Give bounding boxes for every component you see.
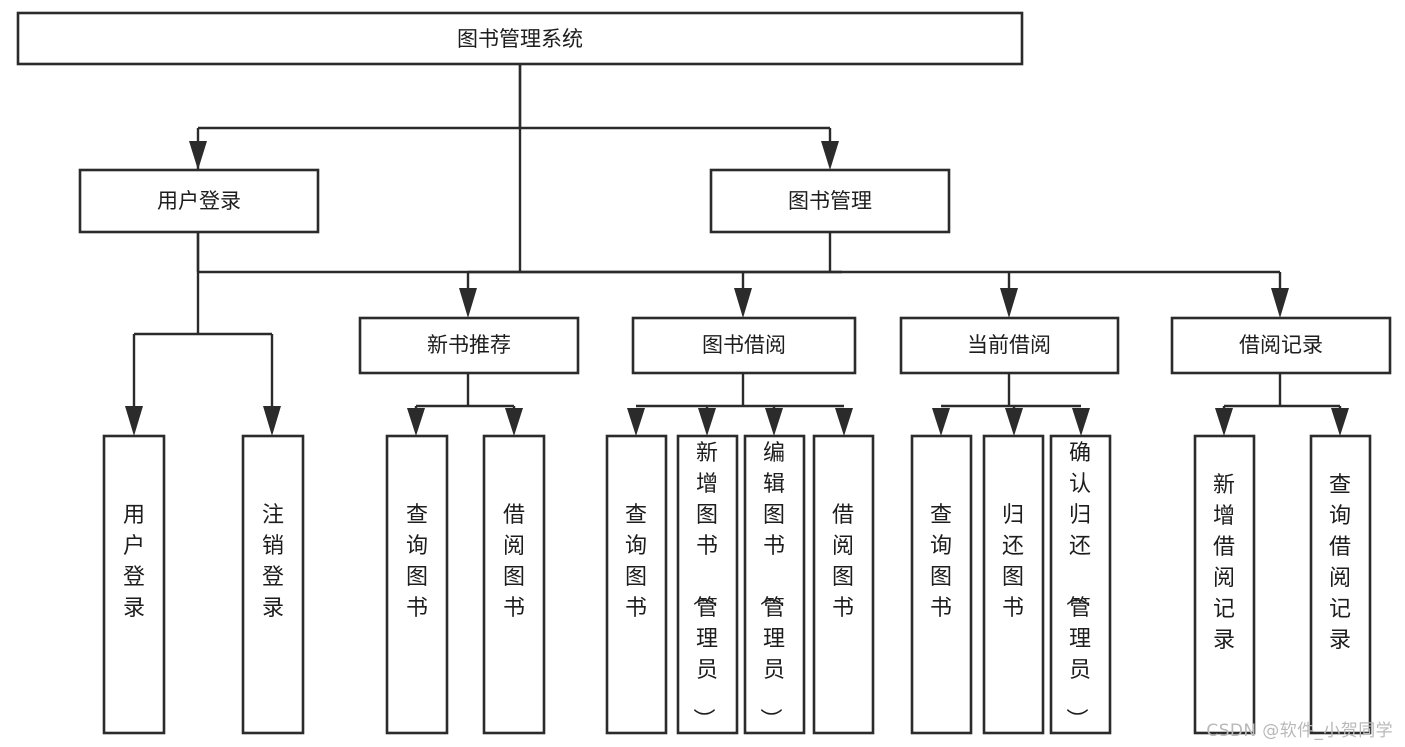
- node-user-login-box[interactable]: [78, 168, 320, 234]
- node-current-borrow-label: 当前借阅: [967, 333, 1051, 357]
- node-leaf-br-add-record-label: 新增借阅记录: [1213, 473, 1235, 653]
- node-leaf-cb-confirm-return-label: 确认归还（管理员）: [1063, 441, 1091, 730]
- node-leaf-bb-add-book[interactable]: 新增图书（管理员）: [676, 434, 739, 735]
- arrowhead-br-query-record: [1331, 408, 1349, 436]
- node-leaf-user-login-box[interactable]: [102, 434, 166, 735]
- node-leaf-cb-confirm-return[interactable]: 确认归还（管理员）: [1049, 434, 1112, 735]
- arrowhead-bb-borrow-book: [835, 408, 853, 436]
- node-leaf-bb-edit-book[interactable]: 编辑图书（管理员）: [743, 434, 806, 735]
- arrowhead-user-login: [189, 141, 207, 170]
- node-leaf-cb-query-book-label: 查询图书: [930, 503, 952, 621]
- arrowhead-new-book-recommend: [459, 288, 477, 318]
- node-book-borrow-box[interactable]: [631, 316, 857, 375]
- node-book-manage[interactable]: 图书管理: [709, 168, 951, 234]
- edges-new-book-recommend-to-leaves: [407, 373, 523, 436]
- edges-level1-to-level2: [189, 64, 839, 170]
- node-leaf-nbr-query-book-label: 查询图书: [406, 503, 428, 621]
- node-borrow-record-label: 借阅记录: [1239, 333, 1323, 357]
- edges-book-borrow-to-leaves: [627, 373, 853, 436]
- node-user-login[interactable]: 用户登录: [78, 168, 320, 234]
- node-root-box[interactable]: [16, 11, 1024, 66]
- node-leaf-bb-edit-book-label: 编辑图书（管理员）: [757, 441, 785, 730]
- arrowhead-cb-return-book: [1005, 408, 1023, 436]
- node-leaf-logout[interactable]: 注销登录: [241, 434, 305, 735]
- arrowhead-borrow-record: [1271, 288, 1289, 318]
- arrowhead-bb-query-book: [627, 408, 645, 436]
- node-leaf-br-query-record[interactable]: 查询借阅记录: [1309, 434, 1372, 735]
- node-leaf-nbr-query-book-box[interactable]: [385, 434, 449, 735]
- node-leaf-bb-query-book[interactable]: 查询图书: [605, 434, 668, 735]
- node-leaf-br-query-record-label: 查询借阅记录: [1329, 473, 1351, 653]
- arrowhead-current-borrow: [1000, 288, 1018, 318]
- node-leaf-user-login[interactable]: 用户登录: [102, 434, 166, 735]
- node-new-book-recommend-label: 新书推荐: [427, 333, 511, 357]
- node-book-borrow[interactable]: 图书借阅: [631, 316, 857, 375]
- arrowhead-leaf-logout: [263, 406, 281, 436]
- node-leaf-nbr-query-book[interactable]: 查询图书: [385, 434, 449, 735]
- arrowhead-book-manage: [821, 141, 839, 170]
- node-book-manage-label: 图书管理: [788, 189, 872, 213]
- node-leaf-bb-add-book-box[interactable]: [676, 434, 739, 735]
- node-leaf-br-query-record-box[interactable]: [1309, 434, 1372, 735]
- arrowhead-cb-confirm-return: [1072, 408, 1090, 436]
- node-leaf-bb-borrow-book-label: 借阅图书: [832, 503, 854, 621]
- node-leaf-cb-return-book-label: 归还图书: [1002, 503, 1024, 621]
- arrowhead-book-borrow: [734, 288, 752, 318]
- arrowhead-bb-add-book: [698, 408, 716, 436]
- node-book-borrow-label: 图书借阅: [702, 333, 786, 357]
- node-leaf-nbr-borrow-book-label: 借阅图书: [503, 503, 525, 621]
- node-leaf-br-add-record-box[interactable]: [1193, 434, 1256, 735]
- node-leaf-bb-query-book-box[interactable]: [605, 434, 668, 735]
- node-leaf-bb-borrow-book-box[interactable]: [812, 434, 875, 735]
- node-leaf-nbr-borrow-book-box[interactable]: [482, 434, 546, 735]
- node-root-label: 图书管理系统: [457, 27, 583, 51]
- node-leaf-user-login-label: 用户登录: [123, 503, 145, 621]
- node-root-system[interactable]: 图书管理系统: [16, 11, 1024, 66]
- node-leaf-cb-confirm-return-box[interactable]: [1049, 434, 1112, 735]
- edges-current-borrow-to-leaves: [932, 373, 1090, 436]
- node-leaf-nbr-borrow-book[interactable]: 借阅图书: [482, 434, 546, 735]
- node-leaf-cb-query-book[interactable]: 查询图书: [910, 434, 973, 735]
- node-current-borrow[interactable]: 当前借阅: [899, 316, 1120, 375]
- node-leaf-logout-label: 注销登录: [262, 503, 284, 621]
- node-book-manage-box[interactable]: [709, 168, 951, 234]
- node-leaf-logout-box[interactable]: [241, 434, 305, 735]
- node-leaf-bb-edit-book-box[interactable]: [743, 434, 806, 735]
- arrowhead-cb-query-book: [932, 408, 950, 436]
- node-leaf-bb-borrow-book[interactable]: 借阅图书: [812, 434, 875, 735]
- node-leaf-cb-return-book-box[interactable]: [982, 434, 1045, 735]
- node-leaf-cb-query-book-box[interactable]: [910, 434, 973, 735]
- node-leaf-cb-return-book[interactable]: 归还图书: [982, 434, 1045, 735]
- arrowhead-nbr-borrow-book: [505, 408, 523, 436]
- node-leaf-bb-add-book-label: 新增图书（管理员）: [690, 441, 718, 730]
- edges-book-manage-to-level3: [459, 232, 1289, 318]
- edges-borrow-record-to-leaves: [1215, 373, 1349, 436]
- node-leaf-bb-query-book-label: 查询图书: [625, 503, 647, 621]
- arrowhead-br-add-record: [1215, 408, 1233, 436]
- arrowhead-bb-edit-book: [765, 408, 783, 436]
- arrowhead-leaf-user-login: [125, 406, 143, 436]
- node-leaf-br-add-record[interactable]: 新增借阅记录: [1193, 434, 1256, 735]
- node-borrow-record[interactable]: 借阅记录: [1170, 316, 1392, 375]
- node-borrow-record-box[interactable]: [1170, 316, 1392, 375]
- node-current-borrow-box[interactable]: [899, 316, 1120, 375]
- node-new-book-recommend[interactable]: 新书推荐: [358, 316, 580, 375]
- node-new-book-recommend-box[interactable]: [358, 316, 580, 375]
- node-user-login-label: 用户登录: [157, 189, 241, 213]
- edges-user-login-to-leaves: [125, 232, 281, 436]
- csdn-watermark: CSDN @软件_小贺同学: [1206, 721, 1393, 741]
- arrowhead-nbr-query-book: [407, 408, 425, 436]
